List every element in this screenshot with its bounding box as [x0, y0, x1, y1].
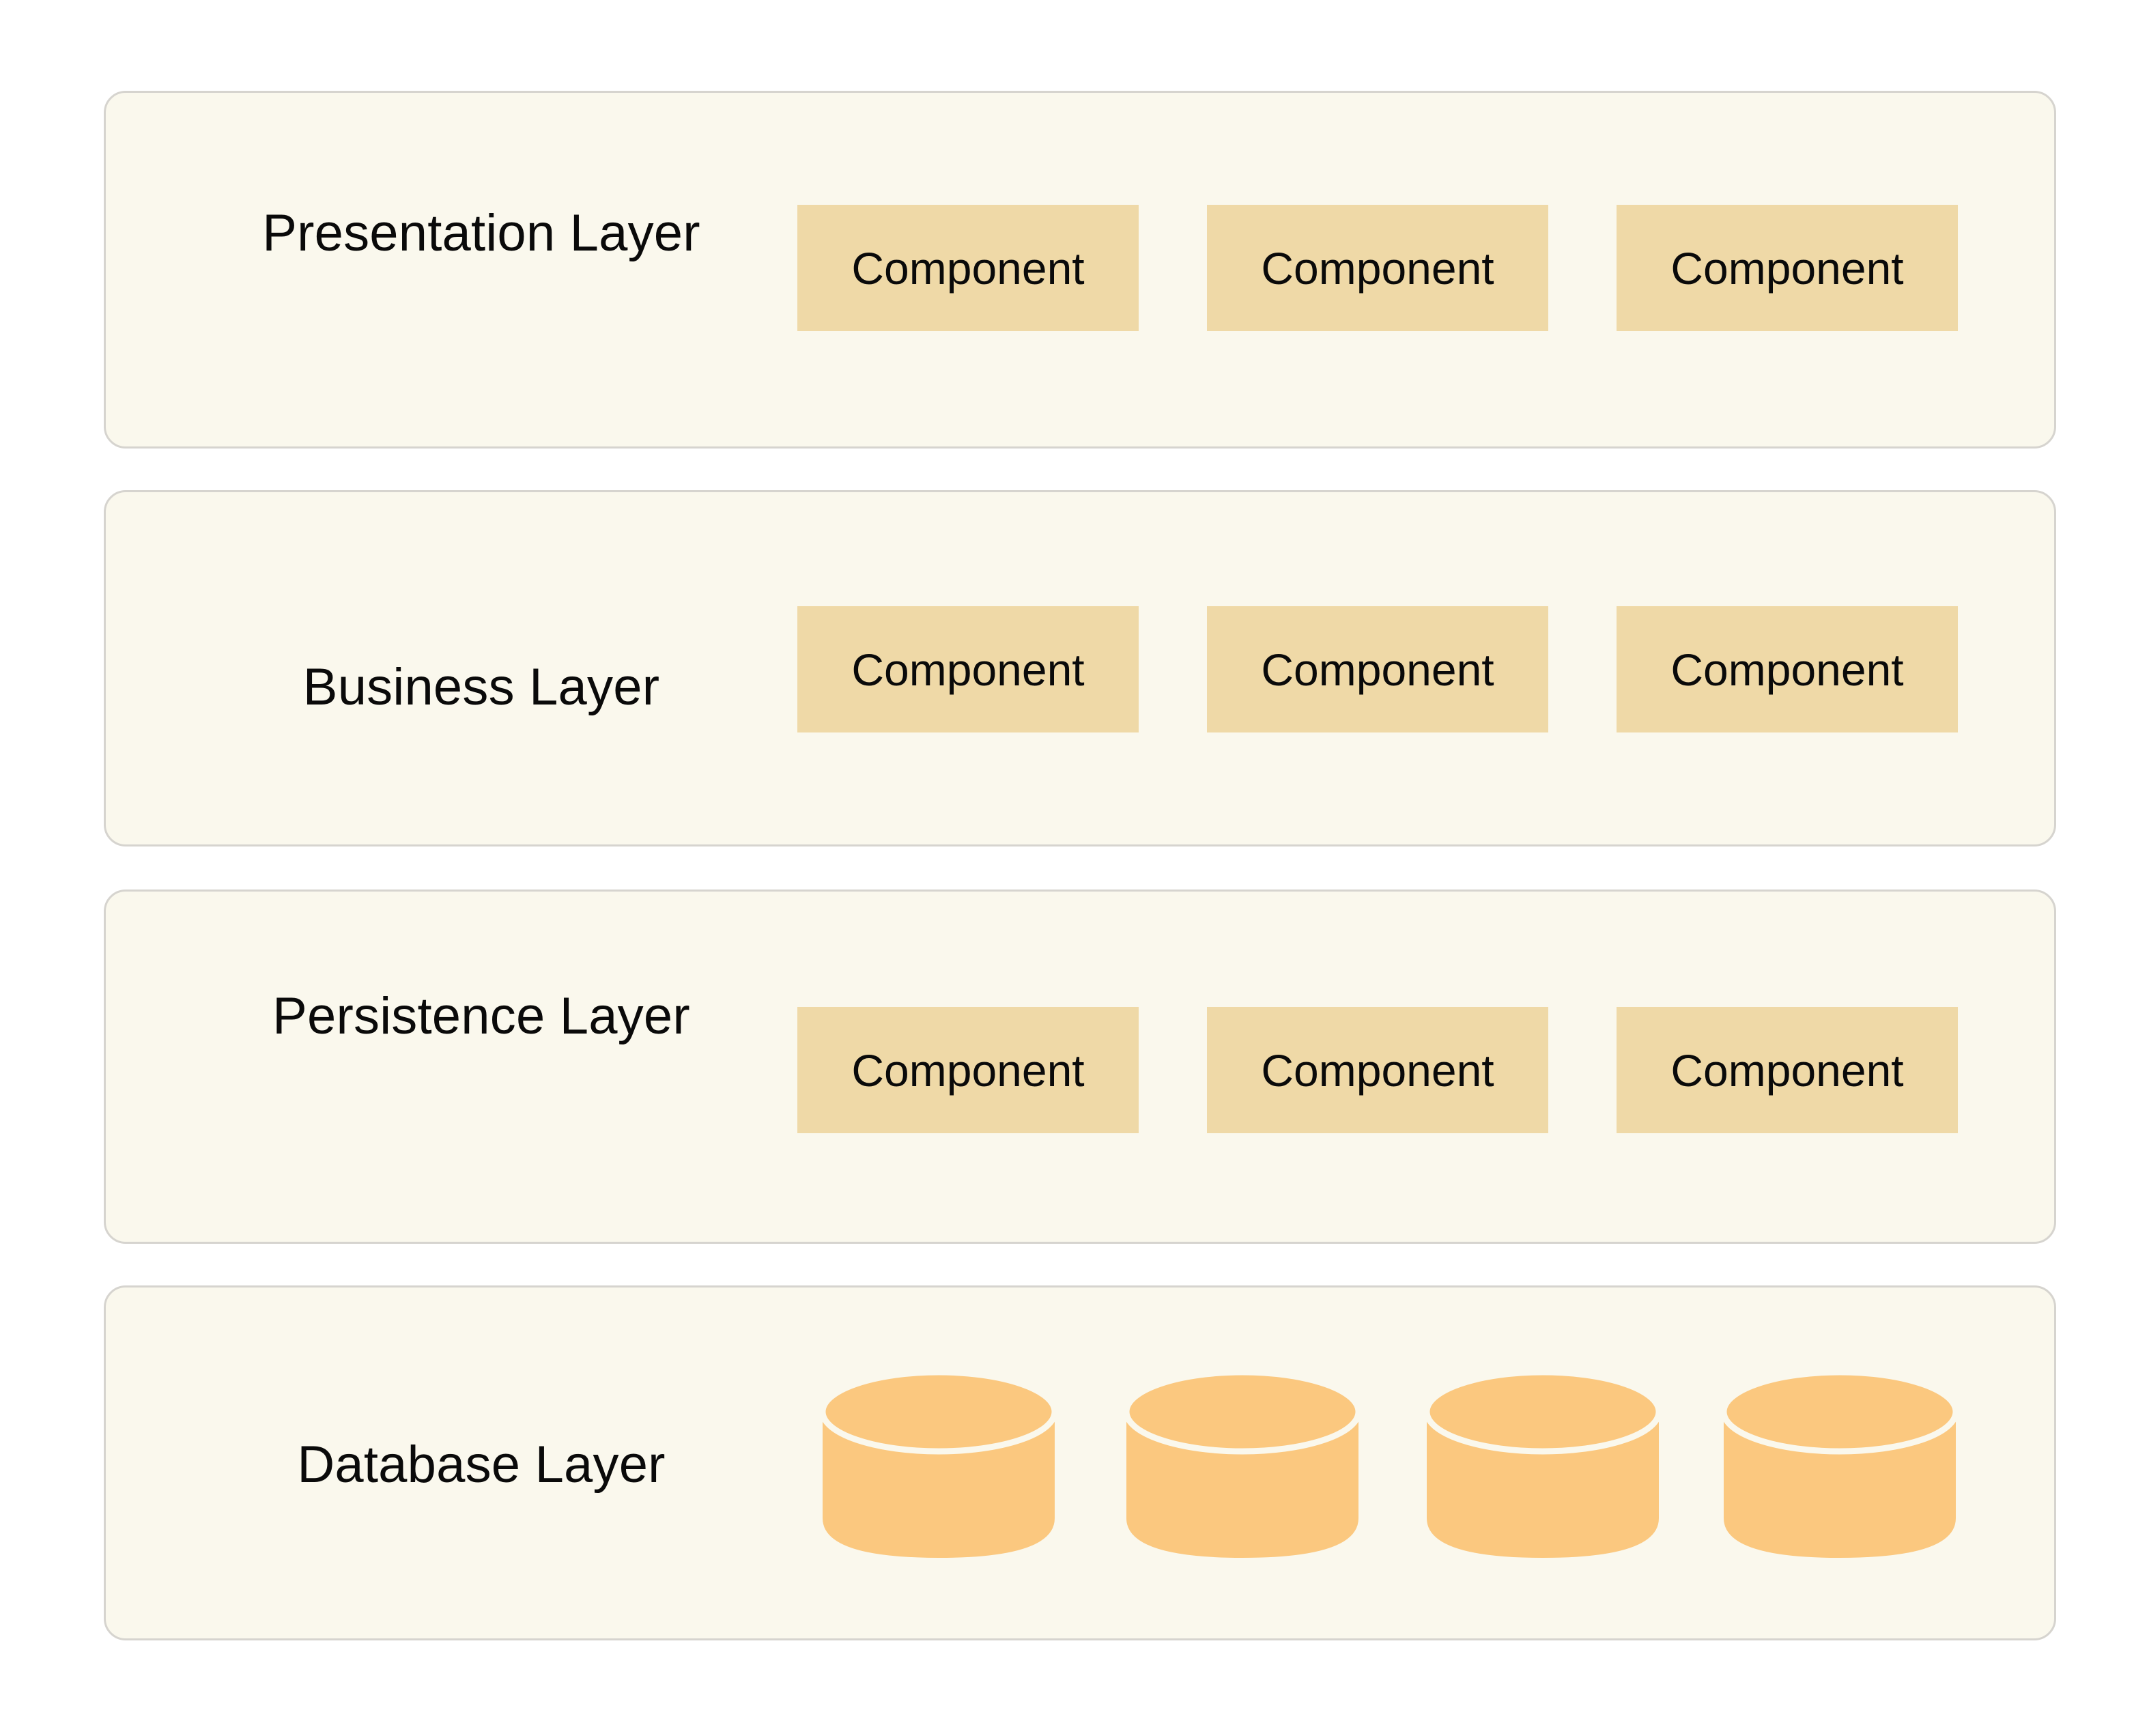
- component-label: Component: [1261, 644, 1494, 695]
- layer-title-persistence: Persistence Layer: [272, 987, 690, 1045]
- database-cylinder-icon-4[interactable]: [1724, 1372, 1956, 1558]
- layer-panel-presentation[interactable]: Presentation Layer Component Component C…: [104, 91, 2056, 449]
- component-box-business-3[interactable]: Component: [1617, 606, 1958, 732]
- database-cylinder-icon-1[interactable]: [823, 1372, 1055, 1558]
- component-label: Component: [851, 1044, 1085, 1096]
- layer-title-database: Database Layer: [297, 1436, 666, 1494]
- database-cylinder-icon-2[interactable]: [1126, 1372, 1358, 1558]
- component-label: Component: [1261, 242, 1494, 294]
- component-box-business-1[interactable]: Component: [797, 606, 1139, 732]
- component-label: Component: [1670, 1044, 1904, 1096]
- component-box-persistence-3[interactable]: Component: [1617, 1007, 1958, 1133]
- layer-title-business: Business Layer: [302, 658, 660, 716]
- component-box-presentation-2[interactable]: Component: [1207, 205, 1548, 331]
- layer-panel-persistence[interactable]: Persistence Layer Component Component Co…: [104, 890, 2056, 1244]
- layer-panel-database[interactable]: Database Layer: [104, 1285, 2056, 1640]
- component-label: Component: [1261, 1044, 1494, 1096]
- component-label: Component: [851, 644, 1085, 695]
- component-box-presentation-3[interactable]: Component: [1617, 205, 1958, 331]
- component-label: Component: [1670, 242, 1904, 294]
- database-cylinder-icon-3[interactable]: [1427, 1372, 1659, 1558]
- component-label: Component: [1670, 644, 1904, 695]
- component-label: Component: [851, 242, 1085, 294]
- layer-title-presentation: Presentation Layer: [262, 204, 700, 262]
- component-box-persistence-1[interactable]: Component: [797, 1007, 1139, 1133]
- component-box-business-2[interactable]: Component: [1207, 606, 1548, 732]
- layer-panel-business[interactable]: Business Layer Component Component Compo…: [104, 490, 2056, 846]
- component-box-persistence-2[interactable]: Component: [1207, 1007, 1548, 1133]
- component-box-presentation-1[interactable]: Component: [797, 205, 1139, 331]
